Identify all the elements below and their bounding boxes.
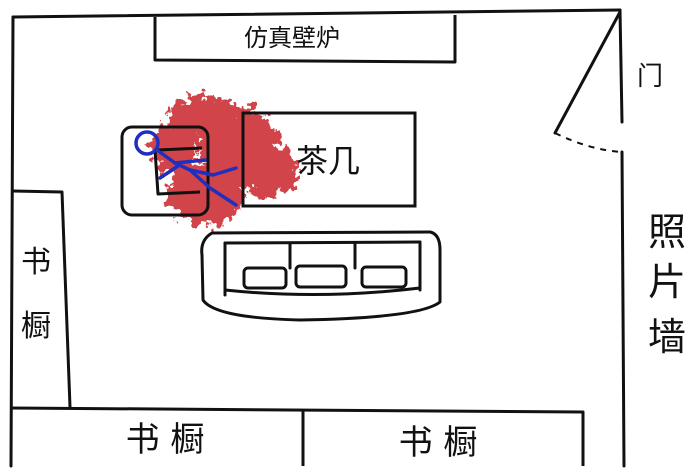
sofa (200, 230, 442, 322)
armchair (120, 125, 210, 217)
victim-figure (134, 130, 238, 207)
photo-wall-label-3: 墙 (648, 315, 686, 359)
coffee-table: 茶几 (241, 111, 417, 208)
photo-wall-label-1: 照 (648, 210, 686, 254)
bookcase-left: 书 橱 (12, 189, 72, 408)
door: 门 (553, 10, 663, 153)
door-label: 门 (637, 62, 663, 92)
bookcase-bottom: 书 橱 书 橱 (10, 406, 585, 466)
bookcase-left-label-1: 书 (21, 245, 51, 280)
fireplace: 仿真壁炉 (153, 15, 457, 64)
blood-splatter (151, 96, 298, 225)
bookcase-left-label-2: 橱 (21, 309, 51, 344)
coffee-table-label: 茶几 (296, 142, 360, 180)
fireplace-label: 仿真壁炉 (244, 24, 340, 52)
room-walls (9, 8, 626, 468)
bookcase-bottom-left-label: 书 橱 (126, 420, 205, 460)
bookcase-bottom-right-label: 书 橱 (399, 423, 478, 463)
photo-wall: 照 片 墙 (648, 210, 686, 359)
photo-wall-label-2: 片 (648, 260, 686, 304)
